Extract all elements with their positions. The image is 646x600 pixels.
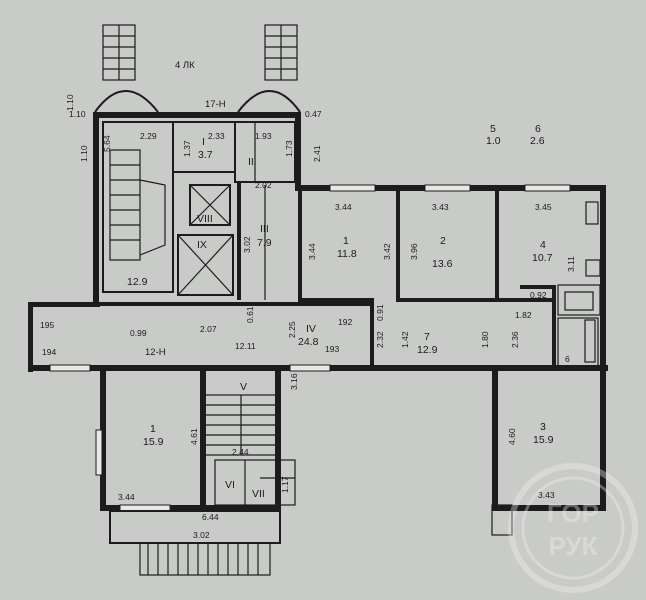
dim-label: 3.42 (382, 243, 392, 260)
dim-label: 194 (42, 347, 56, 357)
dim-label: 3.45 (535, 202, 552, 212)
dim-label: 6 (565, 354, 570, 364)
dim-label: 3.44 (118, 492, 135, 502)
room-II-number: II (248, 156, 254, 168)
watermark-line1: ГОР (547, 498, 599, 528)
dim-label: 3.96 (409, 243, 419, 260)
dim-label: 3.02 (193, 530, 210, 540)
dim-label: 195 (40, 320, 54, 330)
room-VI-number: VI (225, 479, 235, 491)
dim-label: 12.11 (235, 341, 256, 351)
dim-label: 2.36 (510, 331, 520, 348)
room-7-number: 7 (424, 331, 430, 343)
room-5-area: 1.0 (486, 135, 501, 147)
building-walls (28, 112, 608, 576)
dim-label: 4.61 (189, 428, 199, 445)
dim-label: 0.91 (375, 304, 385, 321)
room-4-area: 10.7 (532, 252, 553, 264)
dim-label: 1.73 (284, 140, 294, 157)
room-VIII-number: VIII (197, 213, 213, 225)
dim-label: 3.11 (566, 256, 576, 272)
room-4-number: 4 (540, 239, 546, 251)
dim-label: 2.33 (208, 131, 225, 141)
room-V-number: V (240, 381, 247, 393)
corridor-top-label: 17-Н (205, 99, 226, 110)
stair-area: 12.9 (127, 276, 148, 288)
room-I-area: 3.7 (198, 149, 213, 161)
dim-label: 3.16 (289, 373, 299, 390)
dim-label: 2.07 (200, 324, 217, 334)
room-IX-number: IX (197, 239, 207, 251)
dim-label: 2.29 (140, 131, 157, 141)
dim-label: 0.61 (245, 306, 255, 323)
room-7-area: 12.9 (417, 344, 438, 356)
dim-label: 1.10 (79, 145, 89, 162)
room-5-number: 5 (490, 123, 496, 135)
dim-label: 2.41 (312, 145, 322, 162)
room-III-area: 7.9 (257, 237, 272, 249)
dim-label: 0.99 (130, 328, 147, 338)
ventilation-shaft-left (94, 24, 159, 113)
dim-label: 5.64 (102, 135, 112, 152)
dim-label: 1.37 (182, 140, 192, 157)
dim-label: 2.32 (375, 331, 385, 348)
ventilation-shaft-right (237, 24, 301, 113)
room-6-area: 2.6 (530, 135, 545, 147)
dim-label: 192 (338, 317, 352, 327)
room-6-number: 6 (535, 123, 541, 135)
room-3-area: 15.9 (533, 434, 554, 446)
left-room-number: 1 (150, 423, 156, 435)
dim-label: 2.25 (287, 321, 297, 338)
dim-label: 193 (325, 344, 339, 354)
room-2-area: 13.6 (432, 258, 453, 270)
dim-label: 1.82 (515, 310, 532, 320)
dim-label: 2.44 (232, 447, 249, 457)
dim-label: 1.17 (280, 476, 290, 493)
dim-label: 3.43 (432, 202, 449, 212)
stairwell (102, 121, 296, 300)
room-3-number: 3 (540, 421, 546, 433)
dim-label: 6.44 (202, 512, 219, 522)
room-1-area: 11.8 (337, 248, 357, 260)
dim-label: 2.02 (255, 180, 272, 190)
room-VII-number: VII (252, 488, 265, 500)
watermark-line2: РУК (548, 531, 597, 561)
dim-label: 0.47 (305, 109, 322, 119)
stair-label: 4 ЛК (175, 60, 195, 71)
left-room-area: 15.9 (143, 436, 164, 448)
room-IV-area: 24.8 (298, 336, 319, 348)
corridor-mid-label: 12-Н (145, 347, 166, 358)
dim-label: 1.10 (69, 109, 86, 119)
dim-label: 3.44 (335, 202, 352, 212)
dim-label: 3.02 (242, 236, 252, 253)
dim-label: 1.42 (400, 331, 410, 348)
room-I-number: I (202, 136, 205, 148)
watermark-logo: ГОР РУК (508, 463, 638, 593)
dim-label: 3.44 (307, 243, 317, 260)
dim-label: 3.43 (538, 490, 555, 500)
dim-label: 4.60 (507, 428, 517, 445)
room-III-number: III (260, 223, 269, 235)
dim-label: 1.93 (255, 131, 272, 141)
dim-label: 1.80 (480, 331, 490, 348)
labels: 4 ЛК 17-Н 12-Н 1.10 1.10 1.10 5.64 2.29 … (40, 60, 576, 540)
room-IV-number: IV (306, 323, 316, 335)
dim-label: 1.10 (65, 94, 75, 111)
room-1-number: 1 (343, 235, 349, 247)
room-2-number: 2 (440, 235, 446, 247)
dim-label: 0.92 (530, 290, 547, 300)
